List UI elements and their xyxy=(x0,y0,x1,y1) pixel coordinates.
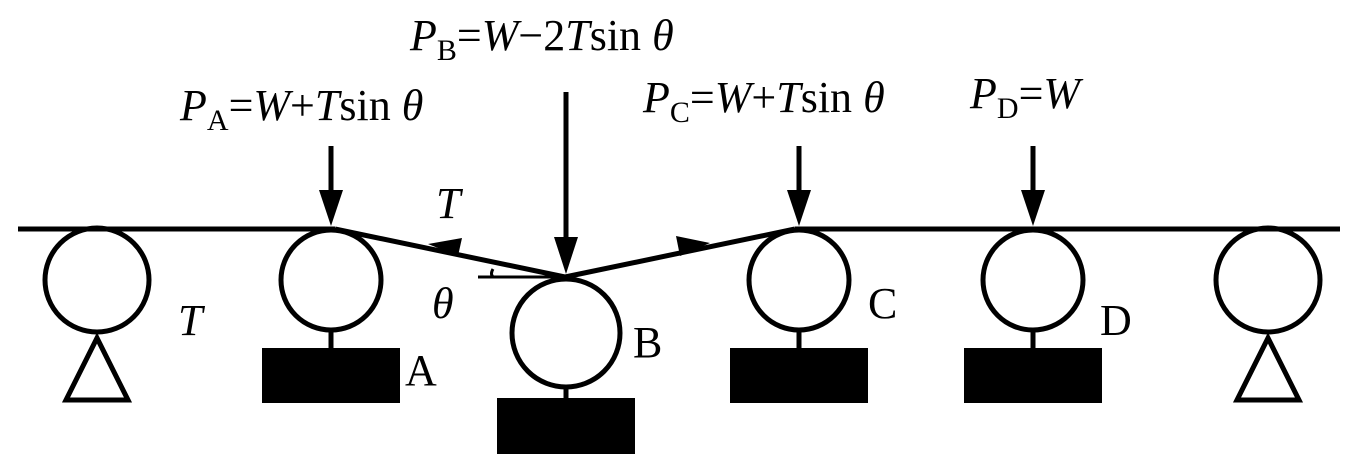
formula-pd: PD=W xyxy=(969,69,1083,125)
tension-arrow-right-incline xyxy=(676,236,710,256)
tension-arrow-left-incline xyxy=(428,238,462,256)
roller-label-d: D xyxy=(1100,296,1132,345)
roller-c-base xyxy=(730,348,868,403)
angle-label: θ xyxy=(432,279,454,328)
support-triangle-left xyxy=(61,332,133,403)
load-arrow-a xyxy=(319,146,343,226)
roller-d xyxy=(980,227,1086,333)
roller-support-left xyxy=(42,225,152,335)
roller-b xyxy=(509,276,623,390)
formula-pb: PB=W−2Tsin θ xyxy=(409,11,674,67)
roller-a-base xyxy=(262,348,400,403)
tension-label-left: T xyxy=(178,296,206,345)
roller-label-b: B xyxy=(633,318,662,367)
roller-b-base xyxy=(497,398,635,454)
roller-label-c: C xyxy=(868,279,897,328)
formula-pc: PC=W+Tsin θ xyxy=(642,73,885,129)
roller-a xyxy=(278,227,384,333)
angle-arc xyxy=(490,268,495,279)
roller-label-a: A xyxy=(405,346,437,395)
load-arrow-b xyxy=(554,92,578,274)
roller-support-right xyxy=(1213,225,1323,335)
tension-label-upper: T xyxy=(436,179,464,228)
roller-c xyxy=(746,227,852,333)
formula-pa: PA=W+Tsin θ xyxy=(179,81,423,137)
load-arrow-c xyxy=(787,146,811,226)
roller-d-base xyxy=(964,348,1102,403)
belt-line xyxy=(18,226,1340,280)
load-arrow-d xyxy=(1021,146,1045,226)
support-triangle-right xyxy=(1232,332,1304,403)
